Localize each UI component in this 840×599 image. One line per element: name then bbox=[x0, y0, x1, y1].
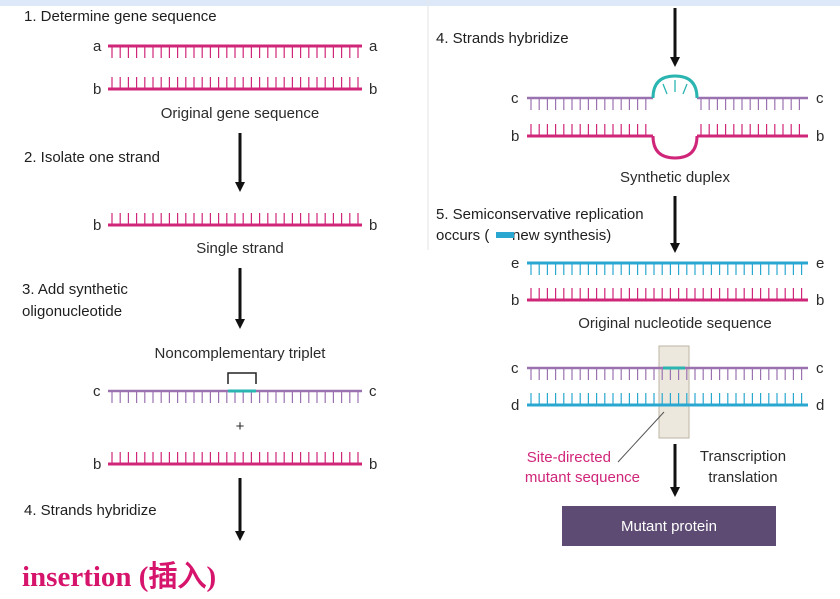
strand-a-left-label: a bbox=[93, 38, 102, 55]
mismatch-loop-top bbox=[651, 74, 699, 99]
strand-c-lower bbox=[527, 366, 808, 380]
template-right-label: b bbox=[369, 456, 377, 473]
template-left-label: b bbox=[93, 456, 101, 473]
original-strand-b bbox=[527, 288, 808, 302]
strand-b2-right-label: b bbox=[816, 292, 824, 309]
strand-d-right-label: d bbox=[816, 397, 824, 414]
strand-c2-left-label: c bbox=[511, 360, 519, 377]
single-strand-caption: Single strand bbox=[196, 240, 284, 257]
transcription-label: Transcription bbox=[700, 448, 786, 465]
mutant-sequence-label: mutant sequence bbox=[525, 469, 640, 486]
plus-sign: + bbox=[236, 418, 245, 435]
duplex-b-right-label: b bbox=[816, 128, 824, 145]
single-strand-left-label: b bbox=[93, 217, 101, 234]
translation-label: translation bbox=[708, 469, 777, 486]
site-directed-mutagenesis-diagram: 1. Determine gene sequence a a b b Origi… bbox=[0, 0, 840, 546]
step3-heading-line2: oligonucleotide bbox=[22, 303, 122, 320]
step5-heading-line1: 5. Semiconservative replication bbox=[436, 206, 644, 223]
original-nucleotide-caption: Original nucleotide sequence bbox=[578, 315, 771, 332]
triplet-bracket bbox=[227, 372, 257, 384]
new-synthesis-legend-swatch bbox=[496, 232, 514, 238]
strand-b-right-label: b bbox=[369, 81, 377, 98]
step2-heading: 2. Isolate one strand bbox=[24, 149, 160, 166]
insertion-caption: insertion (插入) bbox=[22, 561, 217, 593]
site-directed-label: Site-directed bbox=[527, 449, 611, 466]
new-strand-e bbox=[527, 261, 808, 275]
strand-a bbox=[108, 44, 362, 58]
noncomplementary-triplet-label: Noncomplementary triplet bbox=[155, 345, 327, 362]
template-strand bbox=[108, 452, 362, 466]
strand-b2-left-label: b bbox=[511, 292, 519, 309]
strand-a-right-label: a bbox=[369, 38, 378, 55]
strand-b bbox=[108, 77, 362, 91]
mutant-protein-label: Mutant protein bbox=[621, 518, 717, 535]
synthetic-oligonucleotide bbox=[108, 389, 362, 403]
oligo-left-label: c bbox=[93, 383, 101, 400]
duplex-c-right-label: c bbox=[816, 90, 824, 107]
strand-b-left-label: b bbox=[93, 81, 101, 98]
mutant-pointer-line bbox=[617, 411, 665, 463]
mismatch-loop-bottom bbox=[651, 135, 699, 160]
strand-e-left-label: e bbox=[511, 255, 519, 272]
left-step4-heading: 4. Strands hybridize bbox=[24, 502, 157, 519]
step1-heading: 1. Determine gene sequence bbox=[24, 8, 217, 25]
synthetic-duplex-caption: Synthetic duplex bbox=[620, 169, 731, 186]
top-band bbox=[0, 0, 840, 6]
duplex-c-left-label: c bbox=[511, 90, 519, 107]
strand-c2-right-label: c bbox=[816, 360, 824, 377]
strand-e-right-label: e bbox=[816, 255, 824, 272]
duplex-b-left-label: b bbox=[511, 128, 519, 145]
oligo-right-label: c bbox=[369, 383, 377, 400]
duplex-top-strand bbox=[527, 74, 808, 110]
single-strand-right-label: b bbox=[369, 217, 377, 234]
original-gene-caption: Original gene sequence bbox=[161, 105, 319, 122]
right-step4-heading: 4. Strands hybridize bbox=[436, 30, 569, 47]
step5-heading-line2: occurs (__new synthesis) bbox=[436, 227, 611, 244]
mutation-highlight-box bbox=[658, 345, 690, 439]
step3-heading-line1: 3. Add synthetic bbox=[22, 281, 128, 298]
duplex-bottom-strand bbox=[527, 124, 808, 160]
single-strand bbox=[108, 213, 362, 227]
mismatch-loop-rungs bbox=[662, 80, 688, 95]
mutant-protein-box bbox=[562, 506, 776, 546]
strand-d-left-label: d bbox=[511, 397, 519, 414]
strand-d bbox=[527, 393, 808, 407]
